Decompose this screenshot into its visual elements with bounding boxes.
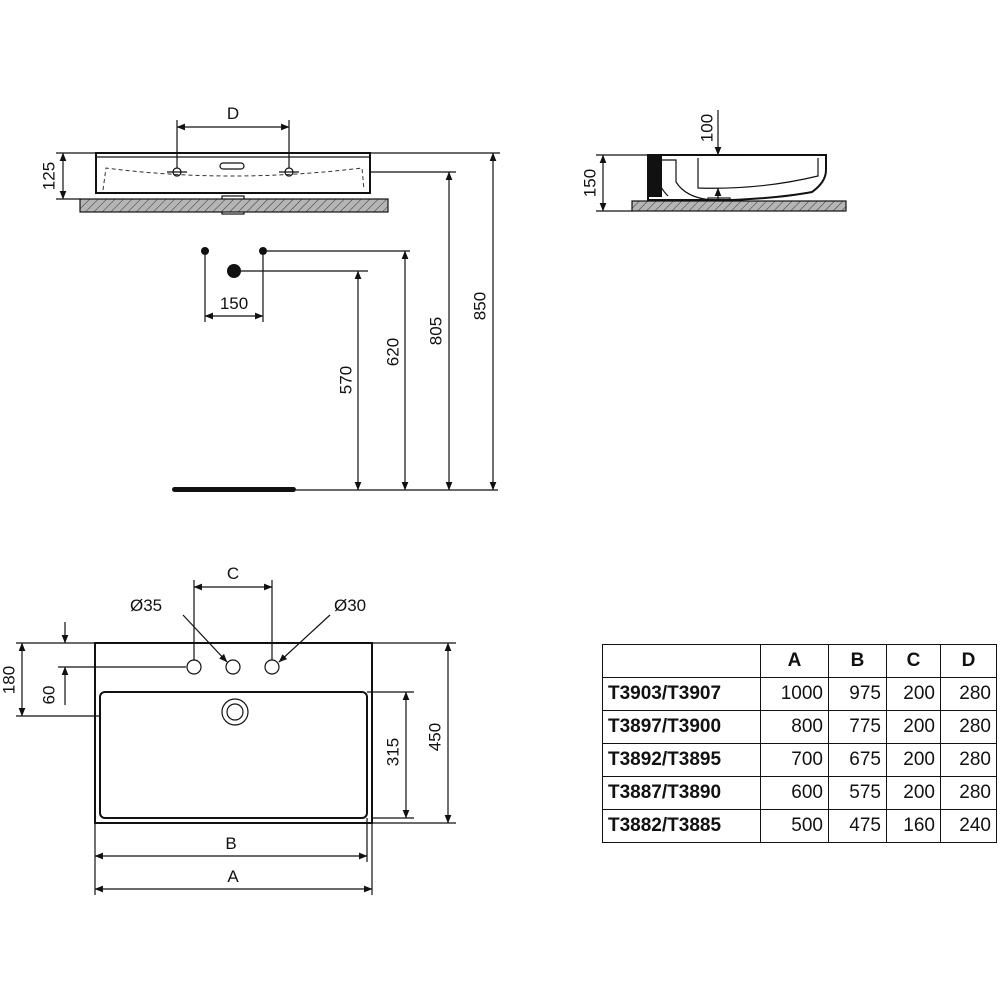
value-cell: 775 xyxy=(828,710,887,744)
dimension-table: A B C D T3903/T3907 1000 975 200 280 T38… xyxy=(602,644,997,843)
waste-plan-inner xyxy=(226,703,244,721)
column-header-b: B xyxy=(828,644,887,678)
tap-hole-plan-left xyxy=(186,659,202,675)
value-cell: 160 xyxy=(886,809,941,843)
basin-plan-outline xyxy=(94,642,373,824)
tap-hole-plan-center xyxy=(225,659,241,675)
table-corner-cell xyxy=(602,644,761,678)
overflow-slot xyxy=(219,162,245,170)
value-cell: 675 xyxy=(828,743,887,777)
value-cell: 200 xyxy=(886,710,941,744)
dim-c-label: C xyxy=(227,564,239,583)
basin-side-bowl xyxy=(697,158,819,189)
dim-dia30-label: Ø30 xyxy=(334,596,366,615)
value-cell: 800 xyxy=(760,710,829,744)
dim-d-label: D xyxy=(227,104,239,123)
value-cell: 200 xyxy=(886,677,941,711)
supply-point-left xyxy=(201,247,209,255)
side-countertop xyxy=(631,200,847,212)
dim-b-label: B xyxy=(225,834,236,853)
model-cell: T3882/T3885 xyxy=(602,809,761,843)
tap-hole-plan-right xyxy=(264,659,280,675)
waste-plan-outer xyxy=(221,698,249,726)
dim-450-label: 450 xyxy=(425,723,444,751)
dim-side-150-label: 150 xyxy=(580,169,599,197)
model-cell: T3887/T3890 xyxy=(602,776,761,810)
dim-850-label: 850 xyxy=(470,292,489,320)
value-cell: 280 xyxy=(940,677,997,711)
value-cell: 575 xyxy=(828,776,887,810)
value-cell: 200 xyxy=(886,776,941,810)
dim-60-label: 60 xyxy=(39,686,58,705)
countertop xyxy=(79,198,389,213)
dim-side-100-label: 100 xyxy=(697,114,716,142)
value-cell: 500 xyxy=(760,809,829,843)
column-header-d: D xyxy=(940,644,997,678)
floor-line xyxy=(172,487,296,492)
column-header-c: C xyxy=(886,644,941,678)
basin-side-wall xyxy=(648,155,662,197)
basin-plan-bowl xyxy=(99,691,368,819)
value-cell: 280 xyxy=(940,776,997,810)
supply-point-right xyxy=(259,247,267,255)
plan-view: C Ø35 Ø30 180 60 315 450 B A xyxy=(0,564,456,895)
value-cell: 700 xyxy=(760,743,829,777)
dim-315-label: 315 xyxy=(383,738,402,766)
value-cell: 280 xyxy=(940,743,997,777)
dim-805-label: 805 xyxy=(426,317,445,345)
model-cell: T3892/T3895 xyxy=(602,743,761,777)
dim-570-label: 570 xyxy=(336,366,355,394)
model-cell: T3903/T3907 xyxy=(602,677,761,711)
dim-150-label: 150 xyxy=(220,294,248,313)
waste-point xyxy=(227,264,241,278)
table-row: T3892/T3895 700 675 200 280 xyxy=(602,743,997,777)
value-cell: 240 xyxy=(940,809,997,843)
table-row: T3897/T3900 800 775 200 280 xyxy=(602,710,997,744)
dim-125-label: 125 xyxy=(39,162,58,190)
model-cell: T3897/T3900 xyxy=(602,710,761,744)
basin-inner-hidden-line xyxy=(102,167,365,191)
side-elevation-view: 100 150 xyxy=(580,110,847,212)
basin-front-outline xyxy=(95,152,371,194)
value-cell: 975 xyxy=(828,677,887,711)
value-cell: 600 xyxy=(760,776,829,810)
dim-620-label: 620 xyxy=(383,338,402,366)
table-row: T3887/T3890 600 575 200 280 xyxy=(602,776,997,810)
value-cell: 1000 xyxy=(760,677,829,711)
basin-side-outline xyxy=(647,154,827,201)
dim-a-label: A xyxy=(227,867,239,886)
dim-dia35-label: Ø35 xyxy=(130,596,162,615)
front-elevation-view: D 125 150 570 620 805 850 xyxy=(39,104,500,492)
table-row: T3882/T3885 500 475 160 240 xyxy=(602,809,997,843)
value-cell: 200 xyxy=(886,743,941,777)
dim-180-label: 180 xyxy=(0,666,18,694)
value-cell: 475 xyxy=(828,809,887,843)
table-header-row: A B C D xyxy=(602,644,997,678)
table-row: T3903/T3907 1000 975 200 280 xyxy=(602,677,997,711)
column-header-a: A xyxy=(760,644,829,678)
value-cell: 280 xyxy=(940,710,997,744)
